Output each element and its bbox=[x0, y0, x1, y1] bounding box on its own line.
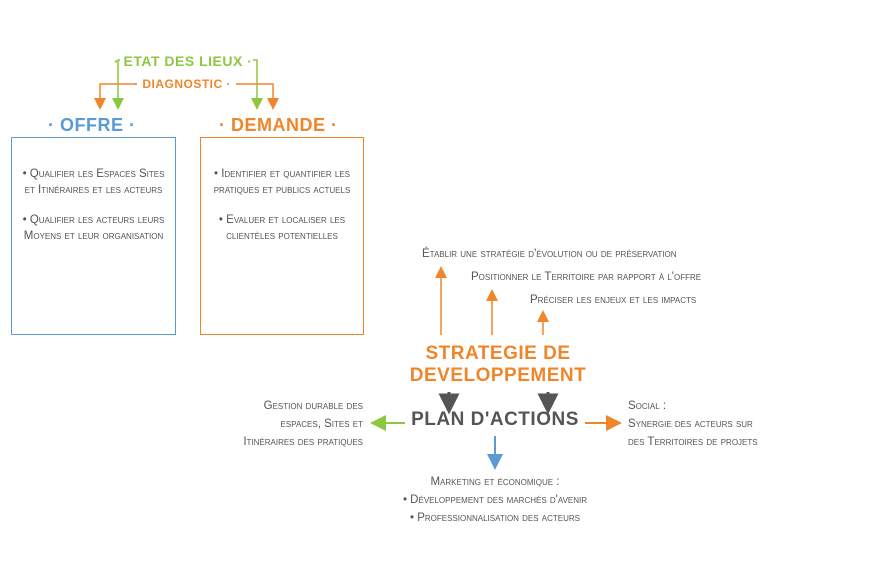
diagnostic-connector bbox=[94, 83, 279, 110]
offre-item-2: • Qualifier les acteurs leurs Moyens et … bbox=[22, 214, 165, 242]
plan-left-line-2: espaces, Sites et bbox=[280, 418, 363, 430]
plan-right-text: Social : Synergie des acteurs sur des Te… bbox=[628, 397, 828, 451]
strategy-goal-2: Positionner le Territoire par rapport à … bbox=[471, 271, 702, 283]
strategie-title-line-1: STRATEGIE DE bbox=[425, 343, 571, 364]
demande-box: • Identifier et quantifier les pratiques… bbox=[200, 137, 364, 335]
etat-des-lieux-connector bbox=[112, 59, 263, 110]
plan-left-line-1: Gestion durable des bbox=[263, 400, 363, 412]
offre-item-1: • Qualifier les Espaces Sites et Itinéra… bbox=[22, 168, 165, 196]
demande-title: · DEMANDE · bbox=[219, 115, 338, 135]
demande-item-2: • Evaluer et localiser les clientèles po… bbox=[218, 214, 346, 242]
plan-right-line-2: Synergie des acteurs sur bbox=[628, 418, 753, 430]
plan-actions-title: PLAN D'ACTIONS bbox=[411, 409, 579, 430]
plan-bottom-line-3: • Professionnalisation des acteurs bbox=[409, 512, 581, 524]
strategy-down-arrows bbox=[438, 392, 559, 415]
strategy-goal-1: Établir une stratégie d'évolution ou de … bbox=[422, 248, 677, 260]
plan-left-line-3: Itinéraires des pratiques bbox=[243, 436, 363, 448]
strategy-goal-3: Préciser les enjeux et les impacts bbox=[530, 294, 697, 306]
plan-right-line-3: des Territoires de projets bbox=[628, 436, 758, 448]
plan-bottom-text: Marketing et économique : • Développemen… bbox=[345, 473, 645, 527]
plan-bottom-line-1: Marketing et économique : bbox=[430, 476, 560, 488]
demande-item-1: • Identifier et quantifier les pratiques… bbox=[213, 168, 351, 196]
plan-bottom-line-2: • Développement des marchés d'avenir bbox=[402, 494, 588, 506]
strategie-title: STRATEGIE DE DEVELOPPEMENT bbox=[398, 343, 598, 387]
offre-title: · OFFRE · bbox=[48, 115, 136, 135]
plan-left-text: Gestion durable des espaces, Sites et It… bbox=[200, 397, 363, 451]
strategy-up-arrows bbox=[435, 266, 549, 335]
offre-box: • Qualifier les Espaces Sites et Itinéra… bbox=[11, 137, 176, 335]
strategie-title-line-2: DEVELOPPEMENT bbox=[409, 365, 587, 386]
plan-right-line-1: Social : bbox=[628, 400, 667, 412]
etat-des-lieux-title: · ETAT DES LIEUX · bbox=[114, 53, 253, 69]
diagnostic-title: · DIAGNOSTIC · bbox=[134, 77, 231, 91]
